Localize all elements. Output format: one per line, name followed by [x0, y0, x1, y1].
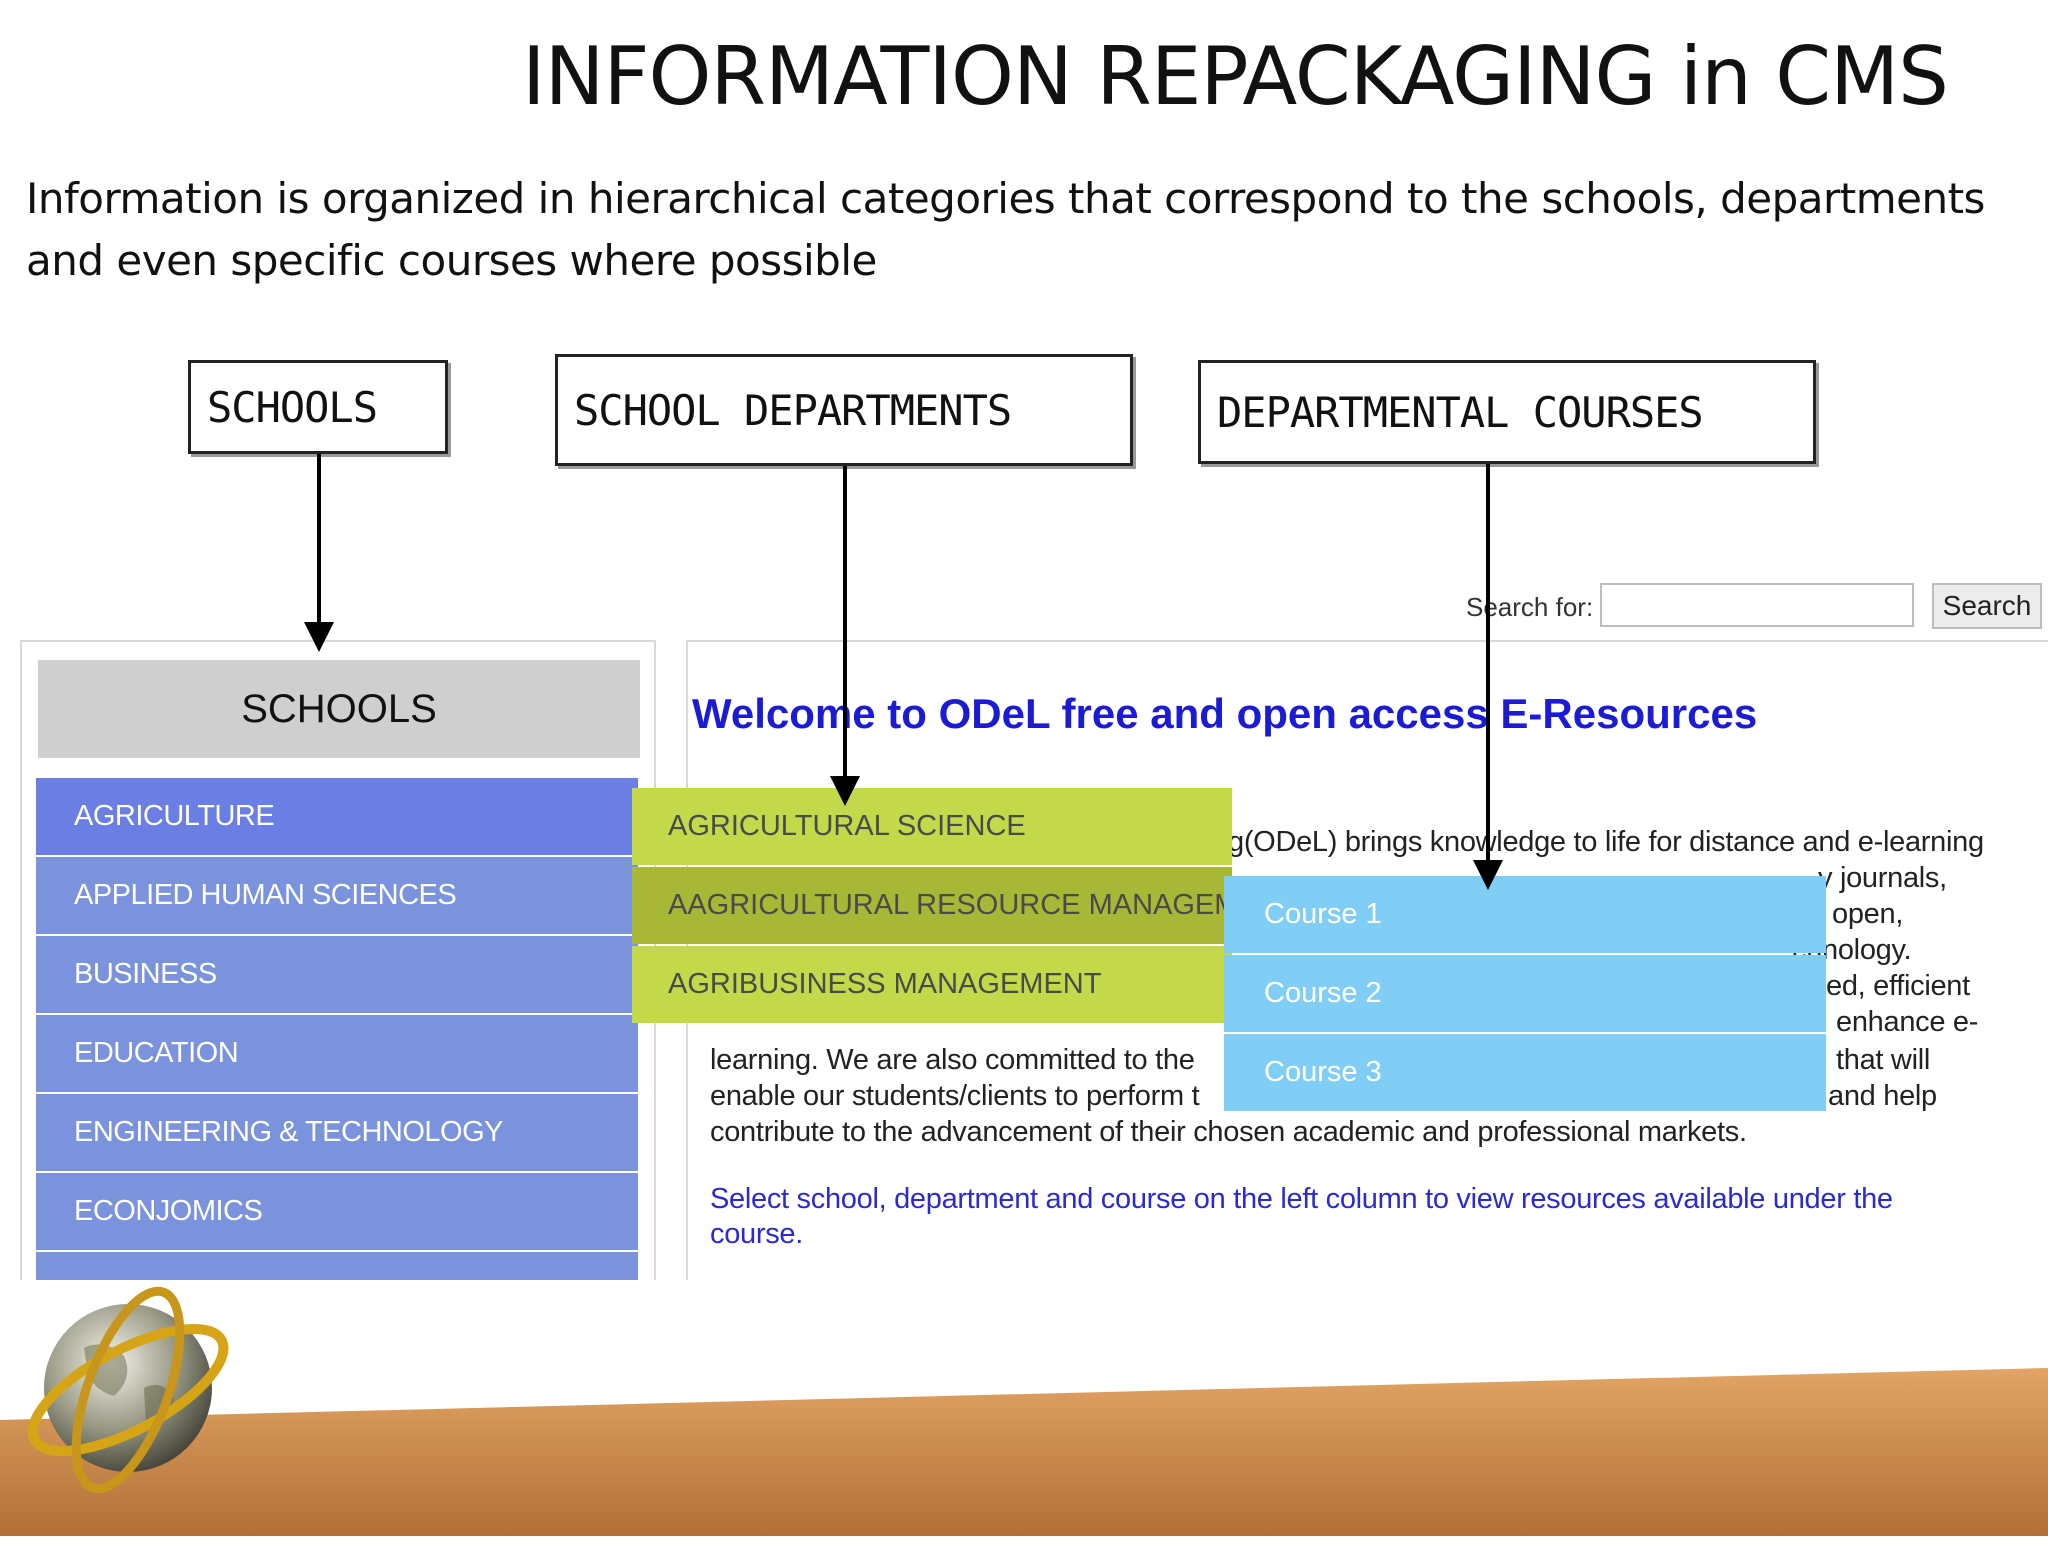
school-item-economics[interactable]: ECONJOMICS — [36, 1173, 638, 1250]
department-item-agricultural-resource-management[interactable]: AAGRICULTURAL RESOURCE MANAGEMENT — [632, 867, 1232, 944]
school-item-agriculture[interactable]: AGRICULTURE — [36, 778, 638, 855]
schools-header: SCHOOLS — [38, 660, 640, 758]
intro-text-line: y journals, — [1818, 862, 1947, 894]
course-item-1[interactable]: Course 1 — [1224, 876, 1826, 953]
course-item-3[interactable]: Course 3 — [1224, 1034, 1826, 1111]
slide-description: Information is organized in hierarchical… — [26, 168, 2026, 292]
department-menu: AGRICULTURAL SCIENCE AAGRICULTURAL RESOU… — [632, 788, 1232, 1025]
welcome-heading: Welcome to ODeL free and open access E-R… — [692, 690, 1758, 737]
arrow-courses-line — [1486, 464, 1490, 862]
intro-text-line: enhance e- — [1836, 1006, 1979, 1038]
search-button[interactable]: Search — [1932, 583, 2042, 629]
intro-text-line: ed, efficient — [1826, 970, 1970, 1002]
intro-text-line: that will — [1836, 1044, 1930, 1076]
arrow-schools-head — [304, 622, 334, 652]
intro-text-line: learning. We are also committed to the — [710, 1044, 1195, 1076]
school-item-applied-human-sciences[interactable]: APPLIED HUMAN SCIENCES — [36, 857, 638, 934]
school-item-engineering-technology[interactable]: ENGINEERING & TECHNOLOGY — [36, 1094, 638, 1171]
schools-panel: SCHOOLS AGRICULTURE APPLIED HUMAN SCIENC… — [20, 640, 656, 1280]
school-item-business[interactable]: BUSINESS — [36, 936, 638, 1013]
slide-description-line: Information is organized in hierarchical… — [26, 174, 1985, 223]
intro-text-line: open, — [1832, 898, 1904, 930]
arrow-departments-line — [843, 466, 847, 778]
school-item-partial[interactable] — [36, 1252, 638, 1280]
arrow-departments-head — [830, 776, 860, 806]
department-item-agricultural-science[interactable]: AGRICULTURAL SCIENCE — [632, 788, 1232, 865]
slide-title: INFORMATION REPACKAGING in CMS — [522, 30, 1949, 123]
school-list: AGRICULTURE APPLIED HUMAN SCIENCES BUSIN… — [36, 778, 638, 1280]
course-menu: Course 1 Course 2 Course 3 — [1224, 876, 1826, 1113]
arrow-courses-head — [1473, 860, 1503, 890]
globe-logo-icon — [14, 1278, 242, 1506]
intro-text-line: contribute to the advancement of their c… — [710, 1116, 1747, 1148]
instruction-text-line: course. — [710, 1218, 803, 1250]
arrow-schools-line — [317, 454, 321, 624]
intro-text-line: g(ODeL) brings knowledge to life for dis… — [1228, 826, 1984, 858]
callout-departmental-courses: DEPARTMENTAL COURSES — [1198, 360, 1816, 464]
instruction-text-line: Select school, department and course on … — [710, 1183, 1893, 1215]
school-item-education[interactable]: EDUCATION — [36, 1015, 638, 1092]
intro-text-line: and help — [1828, 1080, 1937, 1112]
callout-school-departments: SCHOOL DEPARTMENTS — [555, 354, 1133, 466]
slide-description-line: and even specific courses where possible — [26, 236, 877, 285]
slide-floor-decoration — [0, 1280, 2048, 1536]
callout-schools: SCHOOLS — [188, 360, 448, 454]
search-input[interactable] — [1600, 583, 1914, 627]
intro-text-line: enable our students/clients to perform t — [710, 1080, 1200, 1112]
course-item-2[interactable]: Course 2 — [1224, 955, 1826, 1032]
department-item-agribusiness-management[interactable]: AGRIBUSINESS MANAGEMENT — [632, 946, 1232, 1023]
